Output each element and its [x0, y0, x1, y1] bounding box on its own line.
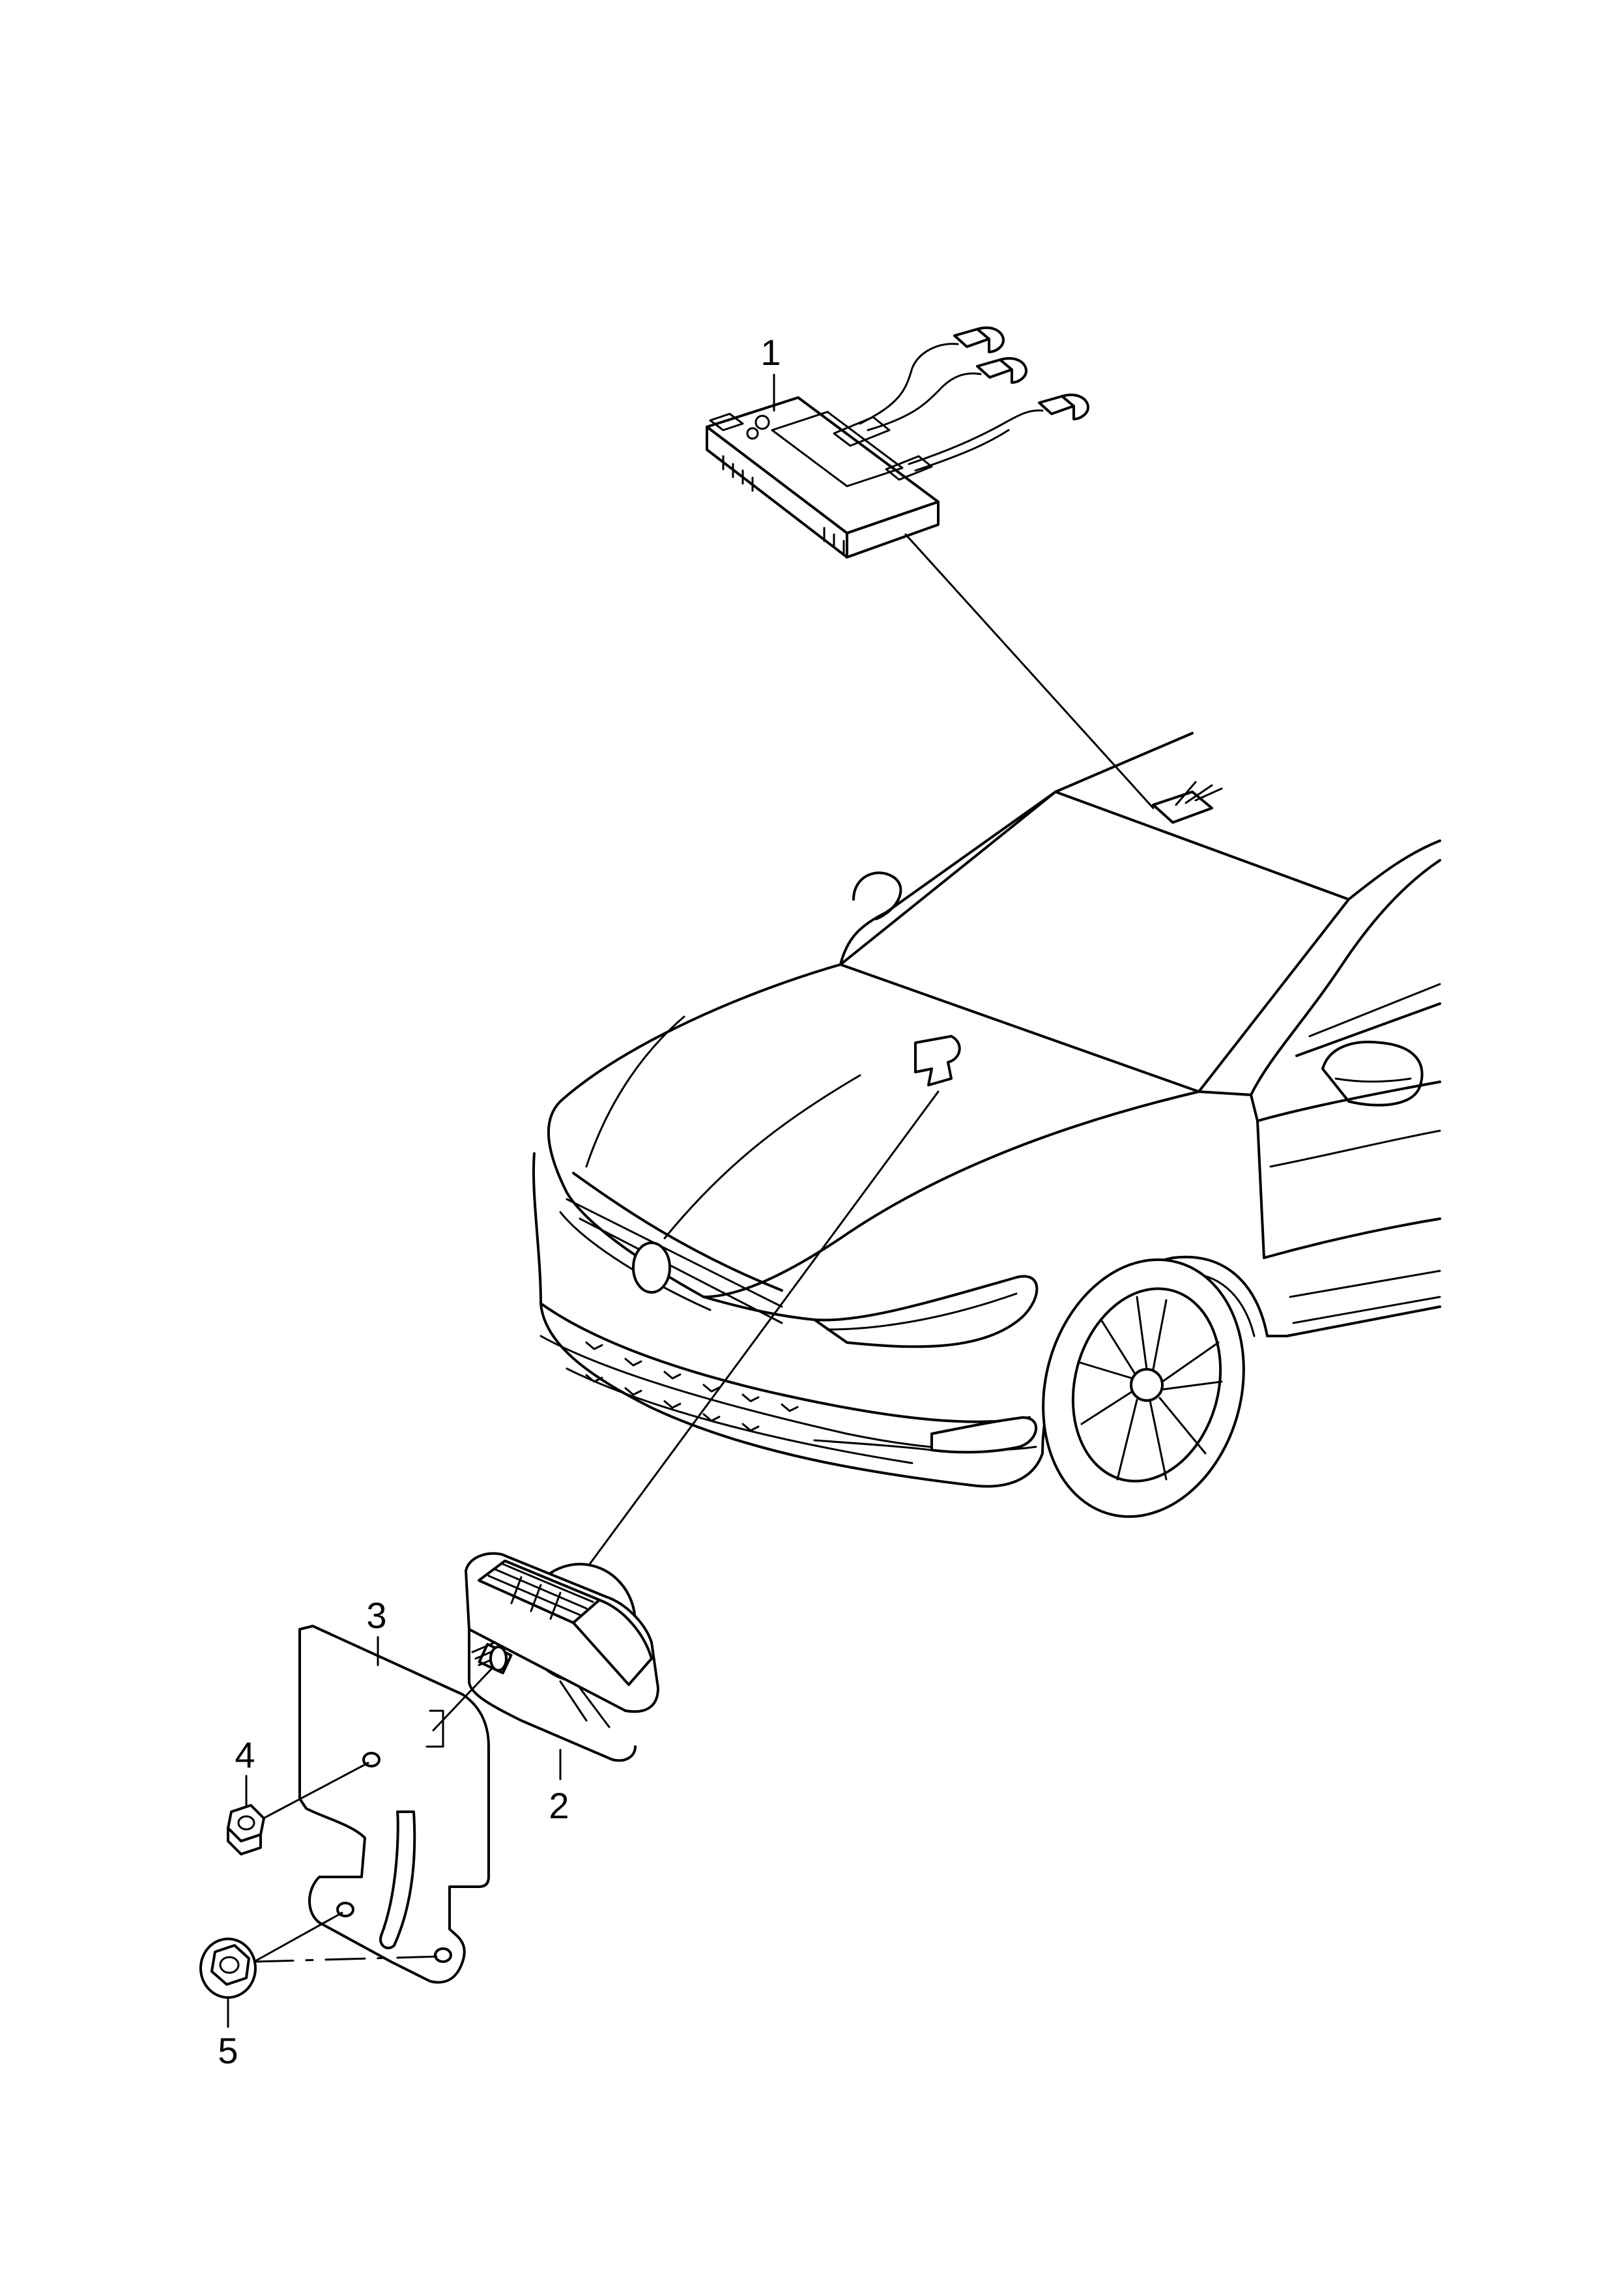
callout-4: 4 [235, 1734, 255, 1775]
fastener-leaders [253, 1762, 441, 1963]
bumper-location-marker [914, 1035, 961, 1086]
windscreen-location-marker [1152, 781, 1223, 824]
brand-badge [632, 1242, 671, 1294]
part-1-control-unit[interactable] [706, 327, 1089, 559]
vehicle-illustration [532, 732, 1441, 1519]
part-3-bracket[interactable] [298, 1625, 493, 1984]
callout-2: 2 [549, 1785, 569, 1826]
callout-1: 1 [760, 332, 781, 373]
leader-lines [588, 533, 1155, 1565]
part-4-nut[interactable] [227, 1804, 265, 1855]
callout-labels: 1 2 3 4 5 [218, 332, 781, 2071]
lower-grille [585, 1341, 799, 1432]
antenna-plug-1 [953, 327, 1005, 353]
antenna-plug-2 [976, 357, 1027, 384]
callout-3: 3 [366, 1595, 386, 1636]
callout-5: 5 [218, 2030, 238, 2071]
front-wheel [1042, 1258, 1245, 1519]
antenna-plug-3 [1038, 394, 1089, 420]
part-5-flange-nut[interactable] [199, 1938, 257, 1999]
part-2-horn-unit[interactable] [465, 1552, 659, 1762]
